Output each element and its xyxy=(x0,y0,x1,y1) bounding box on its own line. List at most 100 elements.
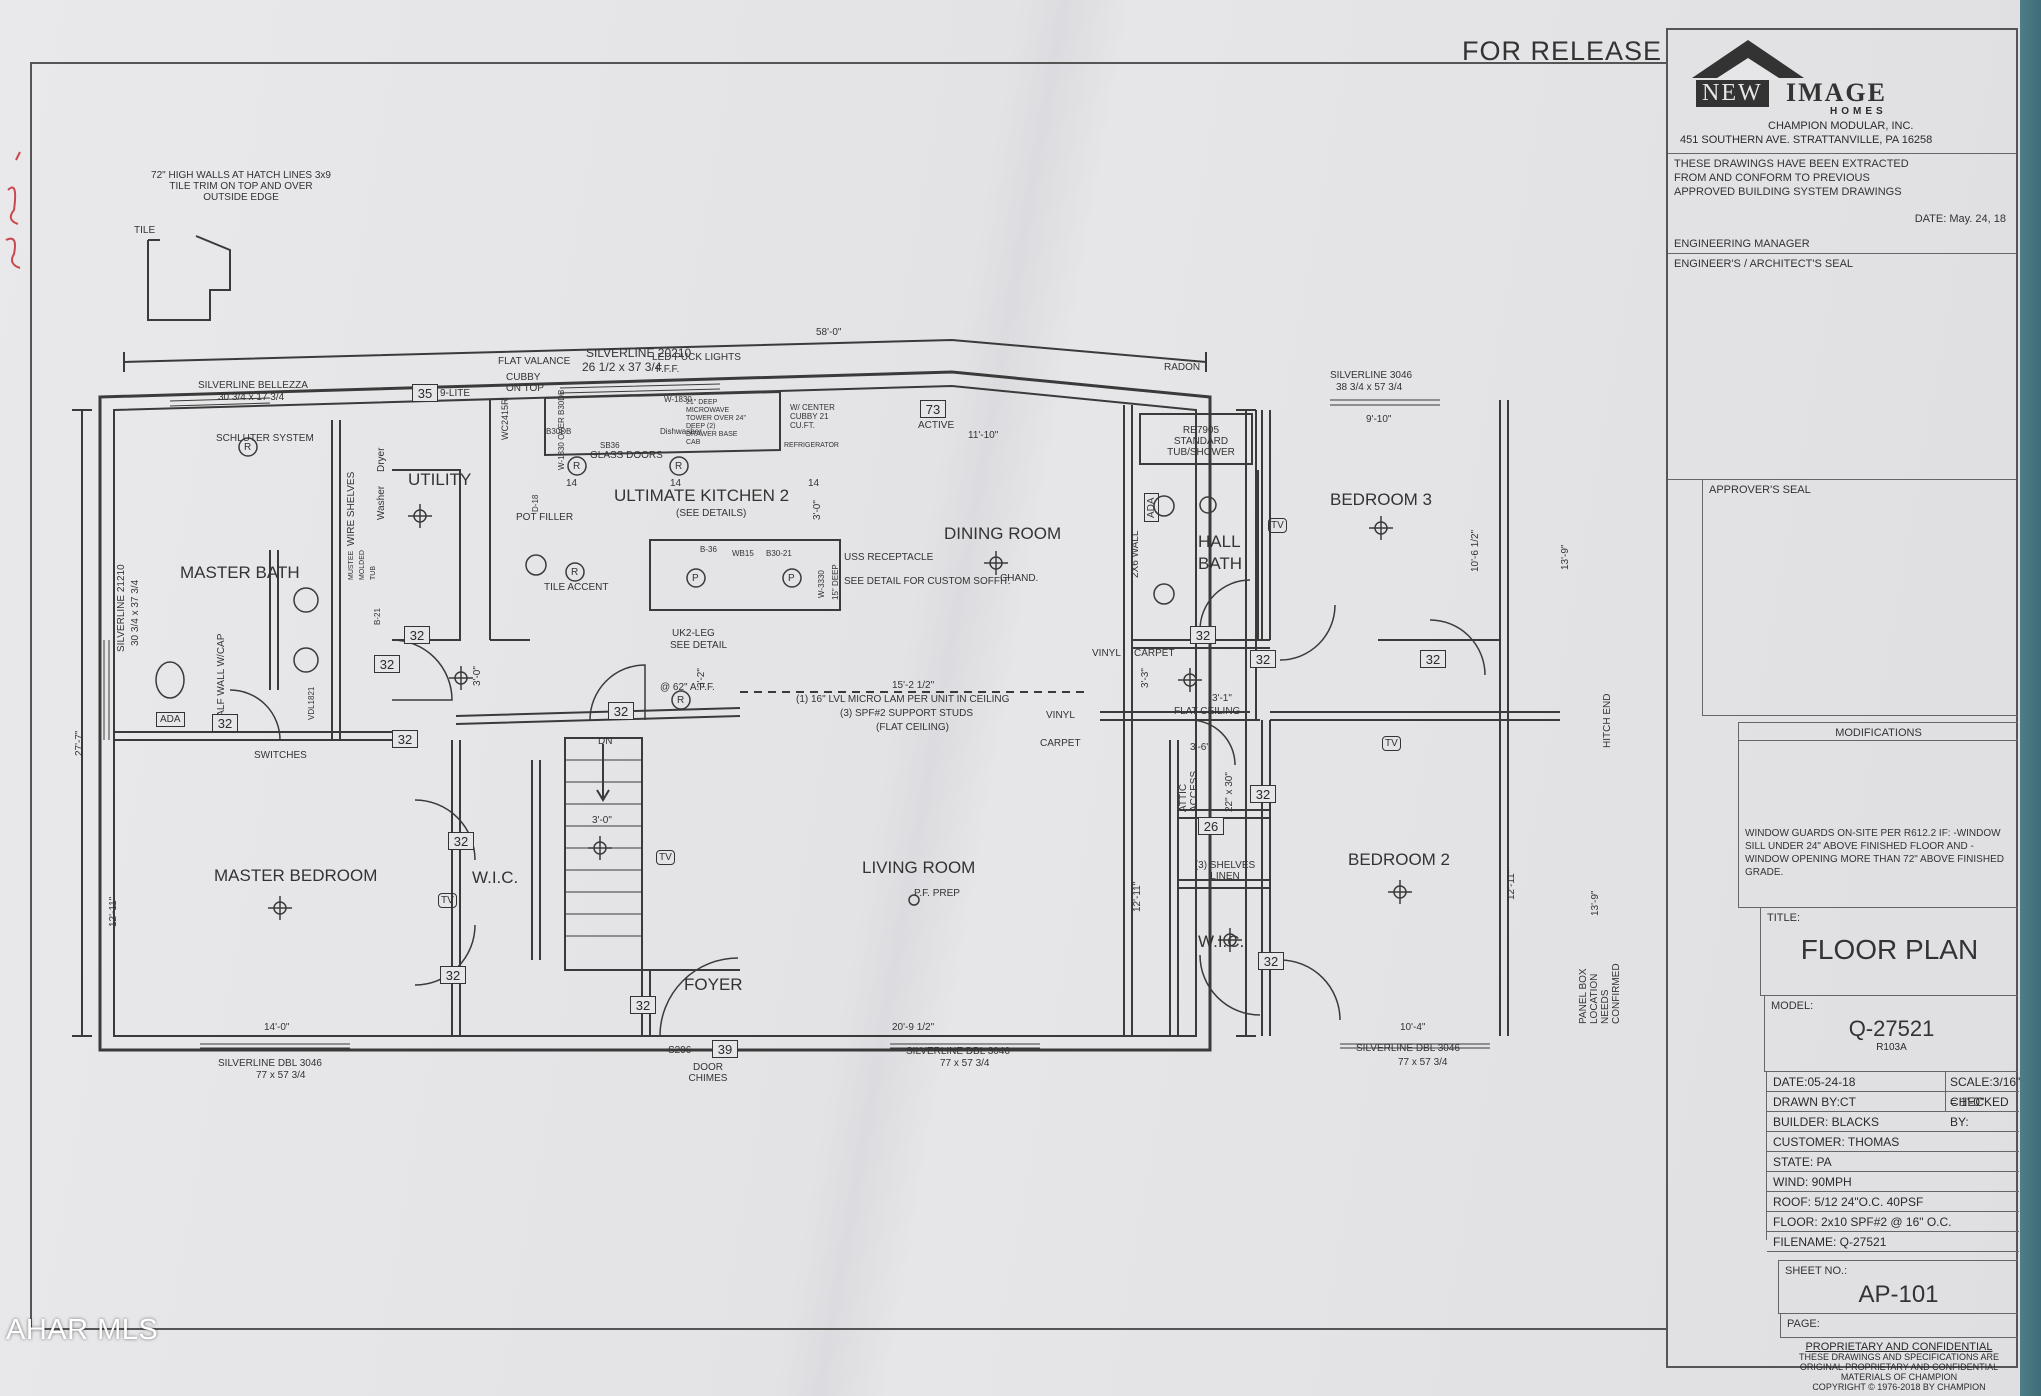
meta-row-date: DATE:05-24-18 SCALE:3/16" = 1'-0" xyxy=(1767,1072,2020,1109)
meta-wind: WIND: 90MPH xyxy=(1767,1172,2019,1192)
receptacle-marker: R xyxy=(244,442,252,453)
code-dishwasher: Dishwasher xyxy=(660,427,702,436)
company-address: 451 SOUTHERN AVE. STRATTANVILLE, PA 1625… xyxy=(1680,134,1933,146)
br3-width-dim: 9'-10" xyxy=(1366,414,1392,425)
tile-detail-note: 72" HIGH WALLS AT HATCH LINES 3x9 TILE T… xyxy=(151,170,331,203)
s296-label: S296 xyxy=(668,1045,692,1056)
code-wb15: WB15 xyxy=(732,549,754,558)
code-wc2415: WC2415R xyxy=(500,398,510,440)
code-b36: B-36 xyxy=(700,545,717,554)
shelves-linen-note: (3) SHELVES LINEN xyxy=(1194,860,1256,882)
kit-3-2-dim: 3'-2" xyxy=(696,668,707,688)
meta-state: STATE: PA xyxy=(1767,1152,2019,1172)
pf-prep-note: P.F. PREP xyxy=(914,888,960,899)
win-bot-left-size: 77 x 57 3/4 xyxy=(256,1070,306,1081)
meta-builder: BUILDER: BLACKS xyxy=(1767,1112,2019,1132)
room-master-bath: MASTER BATH xyxy=(180,563,300,582)
chand-note: CHAND. xyxy=(1000,573,1039,584)
proprietary-cell: PROPRIETARY AND CONFIDENTIAL THESE DRAWI… xyxy=(1782,1342,2016,1393)
door-tag-32: 32 xyxy=(448,832,474,850)
logo-homes-text: HOMES xyxy=(1830,106,1887,117)
room-wic-right: W.I.C. xyxy=(1198,932,1245,951)
model-number: Q-27521 xyxy=(1848,1016,1935,1041)
room-wic-left: W.I.C. xyxy=(472,868,519,887)
door-tag-32: 32 xyxy=(1250,785,1276,803)
meta-row-drawn: DRAWN BY:CT CHECKED BY: xyxy=(1767,1092,2019,1129)
engineer-seal-label: ENGINEER'S / ARCHITECT'S SEAL xyxy=(1674,258,1854,270)
door-chimes-note: DOOR CHIMES xyxy=(688,1062,728,1084)
code-vdl: VDL1821 xyxy=(307,686,316,720)
meta-customer: CUSTOMER: THOMAS xyxy=(1767,1132,2019,1152)
parent-company: CHAMPION MODULAR, INC. xyxy=(1768,120,1914,132)
util-3-0-dim: 3'-0" xyxy=(472,666,483,686)
code-b30-21: B30-21 xyxy=(766,549,792,558)
logo-image-text: IMAGE xyxy=(1786,78,1887,107)
win-bot-mid-name: SILVERLINE DBL 3046 xyxy=(906,1046,1010,1057)
receptacle-marker: R xyxy=(573,461,581,472)
page-cell: PAGE: xyxy=(1780,1314,2018,1338)
code-w3330: W-3330 xyxy=(817,570,826,598)
beam-span-dim: 15'-2 1/2" xyxy=(892,680,935,691)
meta-filename: FILENAME: Q-27521 xyxy=(1767,1232,2019,1252)
radon-note: RADON xyxy=(1164,362,1201,373)
panel-box-note: PANEL BOX LOCATION NEEDS CONFIRMED xyxy=(1578,963,1622,1024)
carpet-note-1: CARPET xyxy=(1134,648,1175,659)
active-note: ACTIVE xyxy=(918,420,955,431)
door-tag-32: 32 xyxy=(212,714,238,732)
dryer-label: Dryer xyxy=(376,447,387,472)
door-tag-32: 32 xyxy=(374,655,400,673)
tile-accent-note: TILE ACCENT xyxy=(544,582,609,593)
code-b30db: B30DB xyxy=(546,427,572,436)
extraction-cell: THESE DRAWINGS HAVE BEEN EXTRACTED FROM … xyxy=(1668,154,2016,254)
door-tag-32: 32 xyxy=(1190,626,1216,644)
win-top-mid-size: 26 1/2 x 37 3/4 xyxy=(582,360,662,374)
sheet-no-label: SHEET NO.: xyxy=(1785,1265,1848,1277)
model-cell: MODEL: Q-27521 R103A xyxy=(1764,996,2018,1072)
dining-width-dim: 11'-10" xyxy=(968,430,999,441)
engineer-seal-cell: ENGINEER'S / ARCHITECT'S SEAL xyxy=(1668,254,2016,480)
meta-scale: SCALE:3/16" = 1'-0" xyxy=(1945,1072,2020,1109)
receptacle-marker: R xyxy=(675,461,683,472)
washer-label: Washer xyxy=(376,485,387,520)
engineering-manager: ENGINEERING MANAGER xyxy=(1674,238,1810,250)
pendant-marker: P xyxy=(692,573,699,584)
aff-note: @ 62" A.F.F. xyxy=(660,682,715,693)
meta-floor: FLOOR: 2x10 SPF#2 @ 16" O.C. xyxy=(1767,1212,2019,1232)
modifications-cell: MODIFICATIONS WINDOW GUARDS ON-SITE PER … xyxy=(1738,722,2018,908)
nine-lite-note: 9-LITE xyxy=(440,388,471,399)
door-tag-39: 39 xyxy=(712,1040,738,1058)
refrigerator-note: REFRIGERATOR xyxy=(784,442,839,449)
sheet-no-cell: SHEET NO.: AP-101 xyxy=(1778,1260,2018,1314)
br2-depth-dim: 12'-11" xyxy=(1506,869,1517,900)
door-tag-32: 32 xyxy=(392,730,418,748)
title-label: TITLE: xyxy=(1767,912,1801,924)
room-bedroom-2: BEDROOM 2 xyxy=(1348,850,1451,869)
modifications-text: WINDOW GUARDS ON-SITE PER R612.2 IF: -WI… xyxy=(1745,828,2004,878)
proprietary-text: THESE DRAWINGS AND SPECIFICATIONS ARE OR… xyxy=(1798,1352,2000,1382)
title-cell: TITLE: FLOOR PLAN xyxy=(1760,908,2018,996)
tv-marker: TV xyxy=(1382,736,1401,751)
meta-roof: ROOF: 5/12 24"O.C. 40PSF xyxy=(1767,1192,2019,1212)
door-tag-73: 73 xyxy=(920,400,946,418)
beam-note-3: (FLAT CEILING) xyxy=(876,722,949,733)
door-tag-32: 32 xyxy=(630,996,656,1014)
overall-width-dim: 58'-0" xyxy=(816,327,842,338)
hitch-end-label: HITCH END xyxy=(1602,693,1613,748)
company-logo: NEW IMAGE HOMES CHAMPION MODULAR, INC. 4… xyxy=(1678,36,2008,146)
br2-width-dim: 10'-4" xyxy=(1400,1022,1426,1033)
approver-seal-cell: APPROVER'S SEAL xyxy=(1702,480,2018,716)
hall-3-1-dim: 3'-1" xyxy=(1212,693,1232,704)
code-b21: B-21 xyxy=(373,608,382,625)
win-top-right-size: 38 3/4 x 57 3/4 xyxy=(1336,382,1403,393)
tub-note: RE7905 STANDARD TUB/SHOWER xyxy=(1167,425,1235,458)
door-tag-26: 26 xyxy=(1198,817,1224,835)
room-kitchen: ULTIMATE KITCHEN 2 xyxy=(614,486,790,505)
win-top-mid-name: SILVERLINE 20210 xyxy=(586,346,692,360)
room-bedroom-3: BEDROOM 3 xyxy=(1330,490,1433,509)
br3-depth-dim: 10'-6 1/2" xyxy=(1470,529,1481,572)
deep-15-note: 15" DEEP xyxy=(831,564,840,600)
door-tag-32: 32 xyxy=(608,702,634,720)
kitchen-sub-label: (SEE DETAILS) xyxy=(676,508,747,519)
fixture-number: 14 xyxy=(566,478,578,489)
